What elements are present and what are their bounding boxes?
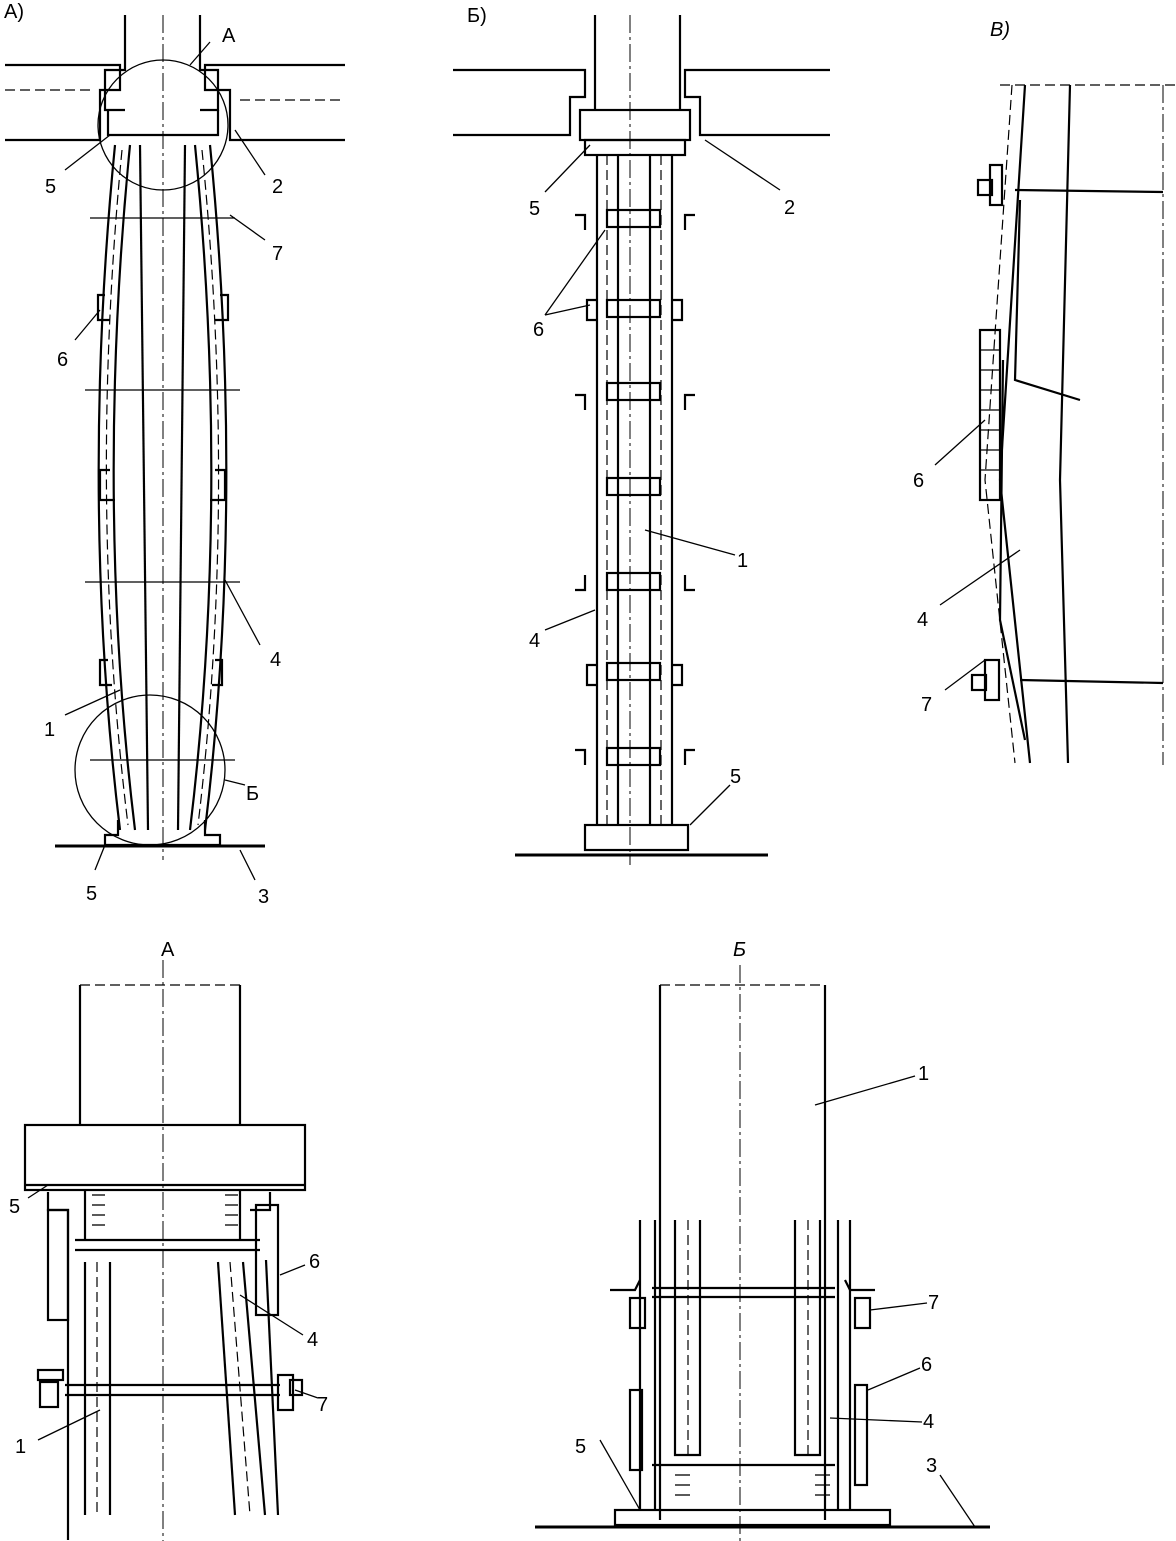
callout-6: 6: [533, 319, 544, 341]
panel-v-title: В): [990, 19, 1010, 41]
callout-3: 3: [926, 1455, 937, 1477]
callout-4: 4: [270, 649, 281, 671]
callout-7: 7: [928, 1292, 939, 1314]
callout-4: 4: [917, 609, 928, 631]
detail-marker-a: А: [222, 25, 236, 47]
callout-5-base: 5: [86, 883, 97, 905]
callout-7: 7: [272, 243, 283, 265]
detail-marker-b: Б: [246, 783, 259, 805]
callout-3: 3: [258, 886, 269, 908]
callout-6: 6: [913, 470, 924, 492]
detail-a-title: А: [161, 939, 175, 961]
callout-1: 1: [15, 1436, 26, 1458]
panel-a-drawing: А) А Б 5 2 7 6 4 1 5 3: [4, 1, 345, 908]
detail-b-drawing: Б 1 7 6 4 5 3: [535, 939, 990, 1541]
callout-7: 7: [921, 694, 932, 716]
callout-4: 4: [923, 1411, 934, 1433]
callout-2: 2: [784, 197, 795, 219]
callout-7: 7: [317, 1394, 328, 1416]
detail-a-drawing: А 5 6 4 7 1: [9, 939, 328, 1541]
callout-5: 5: [9, 1196, 20, 1218]
callout-5-base: 5: [730, 766, 741, 788]
detail-b-title: Б: [733, 939, 746, 961]
callout-6: 6: [57, 349, 68, 371]
callout-5: 5: [529, 198, 540, 220]
panel-a-title: А): [4, 1, 24, 23]
callout-6: 6: [309, 1251, 320, 1273]
panel-b-drawing: Б) 5 2 6 1 4 5: [453, 5, 830, 865]
panel-v-drawing: В) 6 4 7: [913, 19, 1176, 765]
callout-6: 6: [921, 1354, 932, 1376]
callout-4: 4: [529, 630, 540, 652]
panel-b-title: Б): [467, 5, 487, 27]
callout-1: 1: [44, 719, 55, 741]
callout-5: 5: [45, 176, 56, 198]
callout-1: 1: [918, 1063, 929, 1085]
callout-5: 5: [575, 1436, 586, 1458]
callout-4: 4: [307, 1329, 318, 1351]
callout-1: 1: [737, 550, 748, 572]
callout-2: 2: [272, 176, 283, 198]
